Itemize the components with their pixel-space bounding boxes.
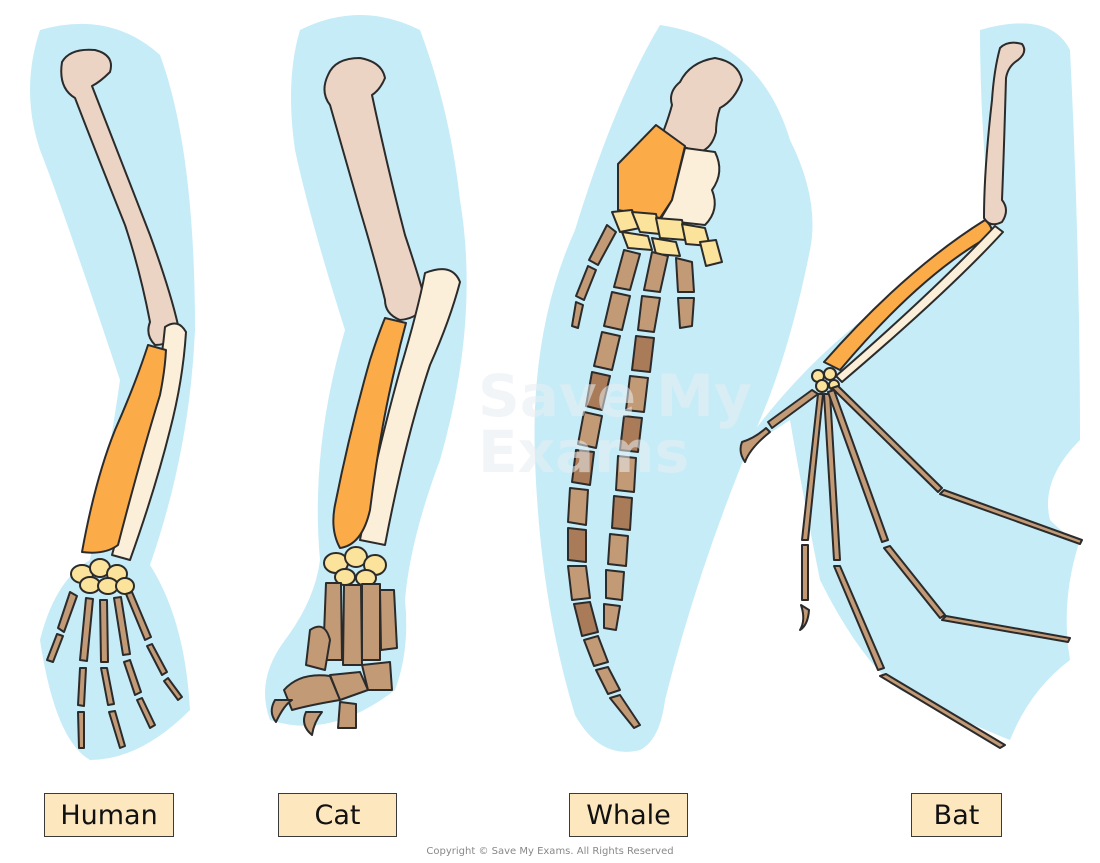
- bat-ulna: [835, 225, 1004, 383]
- human-limb: [30, 23, 195, 761]
- whale-phalanges: [567, 224, 695, 729]
- watermark: Save My Exams: [478, 362, 752, 486]
- cat-carpals: [323, 546, 387, 587]
- bat-limb: [739, 23, 1083, 749]
- label-cat: Cat: [278, 793, 397, 837]
- cat-limb: [265, 15, 467, 736]
- copyright-notice: Copyright © Save My Exams. All Rights Re…: [426, 846, 674, 857]
- cat-phalanges: [270, 582, 398, 736]
- whale-ulna: [659, 147, 721, 226]
- whale-carpals: [611, 209, 723, 267]
- cat-silhouette: [265, 15, 467, 726]
- bat-phalanges: [739, 385, 1083, 749]
- bat-humerus: [983, 41, 1026, 226]
- whale-humerus: [659, 57, 743, 153]
- label-human: Human: [44, 793, 174, 837]
- label-whale: Whale: [569, 793, 688, 837]
- cat-radius: [332, 317, 407, 549]
- whale-limb: [534, 25, 813, 752]
- human-phalanges: [46, 591, 183, 749]
- human-carpals: [70, 558, 135, 595]
- cat-ulna: [359, 268, 461, 546]
- label-bat: Bat: [911, 793, 1002, 837]
- human-radius: [81, 344, 167, 554]
- whale-silhouette: [534, 25, 813, 752]
